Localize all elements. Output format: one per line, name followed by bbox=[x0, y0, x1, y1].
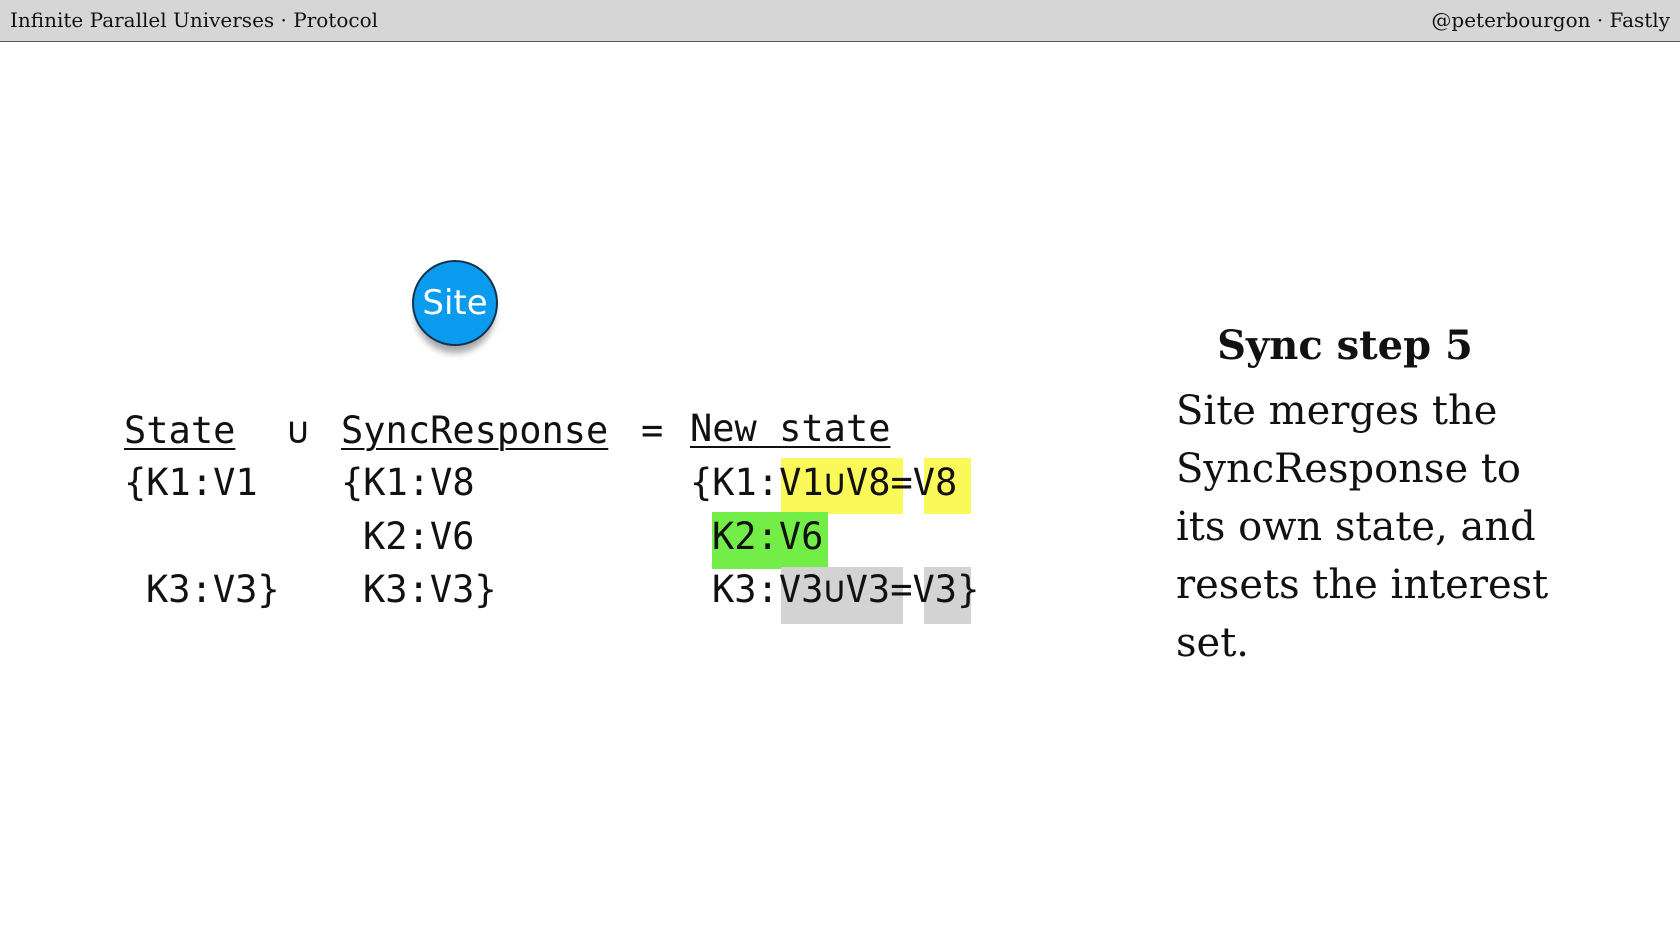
merge-highlight-k3 bbox=[781, 567, 903, 624]
new-state-line-3: K3:V3∪V3=V3} bbox=[712, 567, 979, 613]
k1-merge: V1∪V8 bbox=[779, 461, 891, 504]
k3-suffix: } bbox=[957, 568, 980, 611]
union-symbol: ∪ bbox=[287, 409, 310, 452]
added-highlight-k2 bbox=[712, 512, 828, 569]
k3-merge: V3∪V3 bbox=[778, 568, 891, 611]
presentation-title: Infinite Parallel Universes · Protocol bbox=[10, 8, 379, 32]
new-state-header: New state bbox=[690, 407, 891, 450]
result-highlight-k3 bbox=[924, 567, 971, 624]
response-line-1: {K1:V8 bbox=[341, 461, 475, 504]
k1-prefix: {K1: bbox=[690, 461, 780, 504]
new-state-line-1: {K1:V1∪V8=V8 bbox=[690, 460, 957, 506]
merge-highlight-k1 bbox=[781, 458, 903, 514]
k1-result: V8 bbox=[912, 461, 958, 504]
result-highlight-k1 bbox=[924, 458, 971, 514]
k1-equals: = bbox=[890, 461, 913, 504]
site-node-label: Site bbox=[422, 283, 488, 323]
author-credit: @peterbourgon · Fastly bbox=[1431, 8, 1670, 32]
k3-result: V3 bbox=[912, 568, 958, 611]
sync-response-header: SyncResponse bbox=[341, 409, 609, 452]
response-line-3: K3:V3} bbox=[363, 568, 497, 611]
state-header: State bbox=[124, 409, 236, 452]
new-state-line-2: K2:V6 bbox=[712, 515, 824, 558]
state-line-1: {K1:V1 bbox=[124, 461, 258, 504]
equals-symbol: = bbox=[641, 409, 664, 452]
site-node: Site bbox=[412, 260, 498, 346]
top-bar: Infinite Parallel Universes · Protocol @… bbox=[0, 0, 1680, 42]
response-line-2: K2:V6 bbox=[363, 515, 475, 558]
k3-prefix: K3: bbox=[712, 568, 779, 611]
state-line-3: K3:V3} bbox=[146, 568, 280, 611]
step-description: Site merges the SyncResponse to its own … bbox=[1176, 388, 1549, 666]
step-title: Sync step 5 bbox=[1217, 322, 1473, 369]
k3-equals: = bbox=[890, 568, 913, 611]
